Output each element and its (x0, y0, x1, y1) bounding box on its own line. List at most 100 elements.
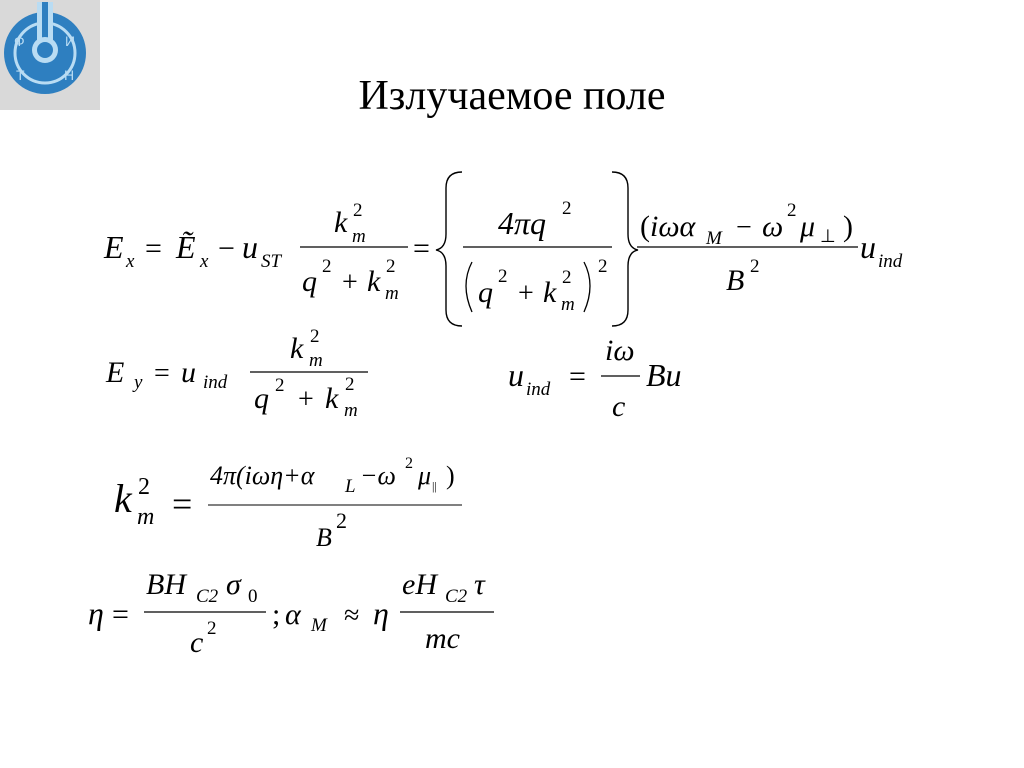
logo-letter-2: И (65, 33, 75, 49)
institute-logo-icon: Ф И Т Н (4, 2, 86, 94)
ex-eq1: = (145, 232, 162, 265)
ex-frac1-den-k: k (367, 265, 381, 298)
ey-y-sub: y (132, 372, 143, 393)
ex-frac2-num-sup: 2 (562, 198, 572, 219)
eta-semicolon: ; (272, 598, 280, 631)
ey-eq: = (154, 358, 170, 389)
uind-eq: = (569, 360, 586, 393)
ex-frac3-den-sup: 2 (750, 256, 760, 277)
ex-frac3-mu: μ (799, 210, 815, 243)
ex-frac3-M: M (705, 228, 723, 249)
ex-frac3-open: ( (640, 210, 650, 243)
ex-frac2-den-k: k (543, 276, 557, 309)
ex-E: E (103, 229, 124, 265)
ex-frac2-den-ksup: 2 (562, 267, 572, 288)
km-num-sup: 2 (405, 455, 413, 472)
ex-frac1-num-sup: 2 (353, 200, 363, 221)
ex-frac2-den-ksub: m (561, 294, 575, 315)
ex-frac1-num-k: k (334, 206, 348, 239)
ex-Etilde: Ẽ (175, 229, 196, 265)
km-den: B (316, 523, 332, 552)
ex-frac1-den-qsup: 2 (322, 256, 332, 277)
km-sub: m (137, 504, 154, 530)
ex-frac3-close: ) (843, 210, 853, 243)
ey-den-plus: + (298, 384, 314, 415)
uind-u: u (508, 357, 524, 393)
ex-u-sub: ST (261, 251, 283, 272)
ey-num-sup: 2 (310, 326, 320, 347)
formula-uind: u ind = iω c Bu (508, 334, 682, 423)
eta-num-sigma: σ (226, 568, 242, 601)
km-num-L: L (344, 476, 356, 497)
km-num-close: ) (446, 461, 455, 490)
logo-letter-3: Т (16, 67, 25, 83)
ex-frac1-den-ksup: 2 (386, 256, 396, 277)
formula-ex: E x = Ẽ x − u ST k 2 m q 2 + k 2 m = 4πq… (103, 171, 903, 327)
km-num-minus: −ω (360, 461, 396, 490)
slide-title: Излучаемое поле (358, 73, 666, 119)
km-den-sup: 2 (336, 508, 347, 533)
eta-num-BH: BH (146, 568, 188, 601)
ex-frac1-den-q: q (302, 265, 317, 298)
eta-num2-eH: eH (402, 568, 439, 601)
eta-approx: ≈ (344, 600, 359, 631)
eta-den-c: c (190, 626, 203, 659)
ey-num-k: k (290, 332, 304, 365)
logo-letter-4: Н (64, 67, 74, 83)
ex-frac1-den-ksub: m (385, 283, 399, 304)
ex-frac2-lparen (465, 261, 473, 313)
ey-num-sub: m (309, 350, 323, 371)
eta-alpha-sub: M (310, 615, 328, 636)
ex-frac2-rparen (583, 261, 591, 313)
ex-frac2-den-q: q (478, 276, 493, 309)
eta-num-sigma-sub: 0 (248, 586, 258, 607)
ex-frac3-minus: − (736, 212, 752, 243)
km-k: k (114, 476, 133, 521)
ex-u: u (242, 229, 258, 265)
ex-frac3-w: ω (762, 210, 783, 243)
ex-uind: u (860, 229, 876, 265)
eta-alpha: α (285, 598, 302, 631)
eta-den-sup: 2 (207, 618, 217, 639)
formula-ey: E y = u ind k 2 m q 2 + k 2 m (105, 326, 368, 421)
km-num-par: || (432, 479, 437, 493)
ey-den-k: k (325, 382, 339, 415)
uind-sub: ind (526, 379, 551, 400)
ey-den-ksup: 2 (345, 374, 355, 395)
ey-u: u (181, 356, 196, 389)
km-sup: 2 (138, 474, 150, 500)
ex-frac1-num-sub: m (352, 226, 366, 247)
km-eq: = (172, 484, 192, 524)
uind-rest: Bu (646, 357, 682, 393)
ex-left-brace (435, 171, 463, 327)
ey-u-sub: ind (203, 372, 228, 393)
ex-minus: − (218, 232, 235, 265)
eta-num-sub: C2 (196, 586, 219, 607)
ex-x-sub: x (125, 251, 135, 272)
formula-km: k 2 m = 4π(iωη+α L −ω 2 μ || ) B 2 (114, 455, 462, 552)
ey-E: E (105, 356, 124, 389)
uind-den: c (612, 390, 625, 423)
eta-num2-sub: C2 (445, 586, 468, 607)
ex-frac1-den-plus: + (342, 267, 358, 298)
uind-num: iω (605, 334, 635, 367)
km-num-mu: μ (417, 461, 431, 490)
ex-right-brace (611, 171, 639, 327)
eta-eta2: η (373, 595, 389, 631)
ex-frac2-den-qsup: 2 (498, 266, 508, 287)
eta-eta: η (88, 595, 104, 631)
ex-Etilde-sub: x (199, 251, 209, 272)
formula-eta: η = BH C2 σ 0 c 2 ; α M ≈ η eH C2 τ mc (88, 568, 494, 659)
ex-frac3-wsup: 2 (787, 200, 797, 221)
ex-frac3-den: B (726, 264, 744, 297)
ey-den-q: q (254, 382, 269, 415)
km-num-main: 4π(iωη+α (210, 461, 316, 490)
ex-frac2-den-plus: + (518, 278, 534, 309)
ey-den-qsup: 2 (275, 375, 285, 396)
ey-den-ksub: m (344, 400, 358, 421)
ex-uind-sub: ind (878, 251, 903, 272)
ex-frac3-iwa: iωα (650, 210, 697, 243)
ex-frac2-den-outsup: 2 (598, 256, 608, 277)
eta-eq: = (112, 598, 129, 631)
